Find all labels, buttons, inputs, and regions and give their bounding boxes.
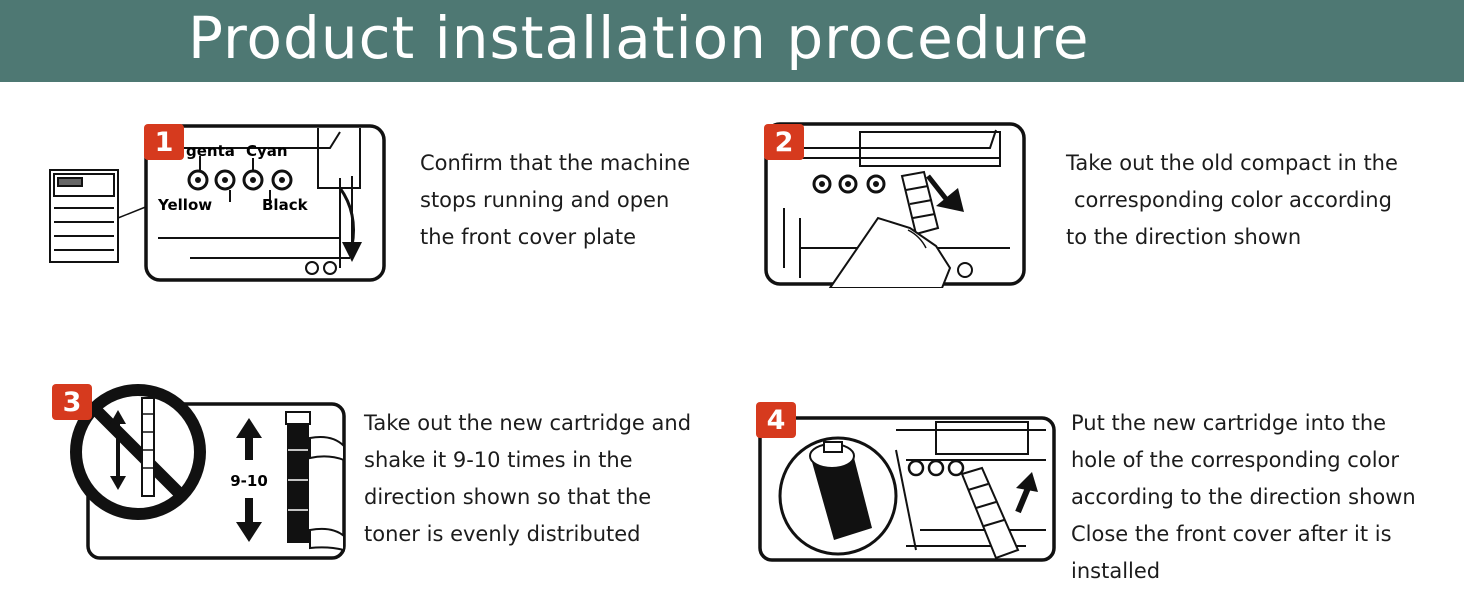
label-yellow: Yellow [157,196,212,214]
step-4-illustration: 4 [756,402,1056,562]
label-magenta: genta [186,142,235,160]
step-4-line: Close the front cover after it is [1071,522,1392,546]
prohibited-icon [70,384,206,520]
step-1-line: stops running and open [420,188,670,212]
svg-text:2: 2 [775,127,794,158]
svg-text:1: 1 [155,127,174,158]
down-right-arrow-icon [926,174,964,212]
shake-count-label: 9-10 [230,472,268,490]
step-4-description: Put the new cartridge into the hole of t… [1071,405,1416,590]
step-2-description: Take out the old compact in the correspo… [1066,145,1398,256]
step-2-line: corresponding color according [1074,188,1392,212]
printer-icon [49,169,149,263]
step-2-badge: 2 [764,124,804,160]
label-black: Black [262,196,309,214]
toner-cartridge [900,170,940,236]
step-3-line: direction shown so that the [364,485,652,509]
step-2-line: to the direction shown [1066,225,1302,249]
step-3-badge: 3 [52,384,92,420]
step-1-badge: 1 [144,124,184,160]
up-right-arrow-icon [1015,472,1038,514]
down-arrow-icon [236,498,262,542]
toner-cartridge [285,411,311,543]
page-title: Product installation procedure [188,4,1090,72]
step-3-line: shake it 9-10 times in the [364,448,633,472]
step-1-line: the front cover plate [420,225,637,249]
step-3-description: Take out the new cartridge and shake it … [364,405,691,553]
svg-text:4: 4 [767,405,786,436]
label-cyan: Cyan [246,142,288,160]
step-1-description: Confirm that the machine stops running a… [420,145,690,256]
zoom-inset [778,436,898,556]
step-4-line: according to the direction shown [1071,485,1416,509]
step-4-line: Put the new cartridge into the [1071,411,1387,435]
svg-text:3: 3 [63,387,82,418]
step-1-line: Confirm that the machine [420,151,691,175]
title-banner: Product installation procedure [0,0,1464,82]
down-arrow-icon [338,187,355,247]
step-2-illustration: 2 [764,122,1026,288]
step-1-illustration: genta Cyan Yellow Black 1 [49,124,386,282]
step-2-line: Take out the old compact in the [1066,151,1398,175]
step-3-illustration: 9-10 3 [52,384,346,560]
step-4-badge: 4 [756,402,796,438]
up-arrow-icon [236,418,262,460]
toner-cartridge [960,466,1020,560]
step-3-line: Take out the new cartridge and [364,411,692,435]
step-4-line: installed [1071,559,1161,583]
step-4-line: hole of the corresponding color [1071,448,1400,472]
step-3-line: toner is evenly distributed [364,522,641,546]
